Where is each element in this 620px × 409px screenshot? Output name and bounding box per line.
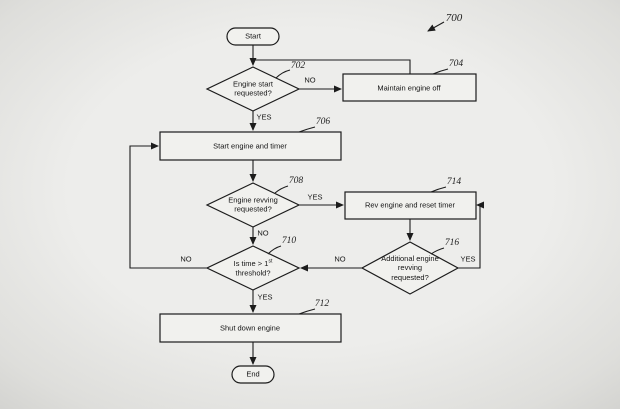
ref-704: 704 (448, 59, 464, 69)
figure-ref-arrow (427, 21, 445, 32)
start-terminator-shape (226, 27, 280, 46)
yes-label-708: YES (307, 192, 323, 202)
process-706-shape (159, 131, 342, 161)
ref-712: 712 (314, 299, 330, 309)
leader-712 (298, 308, 316, 315)
process-704-shape (342, 73, 477, 102)
connector-710-no-to-706 (129, 142, 207, 269)
ref-714: 714 (446, 177, 462, 187)
process-706-label: Start engine and timer (213, 141, 287, 151)
start-label: Start (245, 31, 261, 41)
connector-704-loopback (253, 59, 411, 74)
process-704-label: Maintain engine off (377, 83, 441, 93)
decision-710-shape (205, 245, 301, 291)
process-712-shape (159, 313, 342, 343)
leader-704 (432, 68, 449, 75)
end-terminator-shape (231, 365, 275, 384)
no-label-716: NO (334, 254, 346, 264)
figure-ref-700: 700 (445, 12, 463, 24)
yes-label-702: YES (256, 112, 272, 122)
yes-label-710: YES (257, 292, 273, 302)
threshold-text-sup: st (268, 258, 273, 265)
leader-714 (430, 186, 447, 193)
decision-708-shape (205, 182, 301, 228)
connector-716-yes-to-714 (458, 201, 484, 269)
ref-710: 710 (281, 236, 297, 246)
leader-710 (267, 245, 282, 255)
leader-708 (274, 185, 289, 194)
no-label-710: NO (180, 254, 192, 264)
threshold-text-pre: Is time > 1 (233, 258, 269, 268)
decision-716-shape (360, 241, 460, 295)
leader-706 (298, 126, 316, 133)
leader-716 (430, 247, 445, 255)
leader-702 (275, 69, 291, 79)
no-label-708: NO (257, 228, 269, 238)
process-714-shape (344, 191, 477, 220)
process-714-label: Rev engine and reset timer (364, 200, 456, 210)
end-label: End (246, 369, 260, 379)
decision-710-label: Is time > 1st threshold? (221, 258, 285, 277)
decision-708-label: Engine revving requested? (228, 195, 278, 214)
yes-label-716: YES (460, 254, 476, 264)
ref-716: 716 (444, 238, 460, 248)
ref-702: 702 (290, 61, 306, 71)
decision-716-label: Additional engine revving requested? (381, 253, 439, 282)
threshold-text-post: threshold? (235, 268, 271, 278)
decision-702-label: Engine start requested? (232, 79, 274, 98)
no-label-702: NO (304, 75, 316, 85)
ref-706: 706 (315, 117, 331, 127)
process-712-label: Shut down engine (219, 323, 281, 333)
ref-708: 708 (288, 176, 304, 186)
